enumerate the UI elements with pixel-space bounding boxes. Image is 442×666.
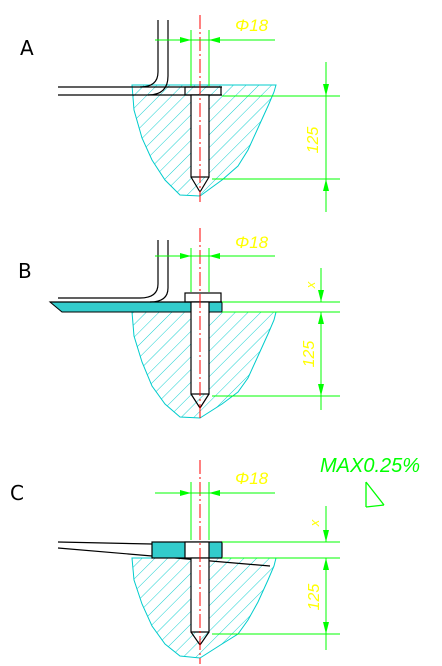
diameter-label: Φ18 — [235, 233, 269, 252]
offset-label: x — [303, 281, 318, 289]
panel-label: A — [20, 36, 34, 60]
panel-label: B — [18, 259, 32, 283]
panel-label: C — [10, 481, 24, 505]
panel-a: A Φ18 125 — [20, 15, 340, 212]
depth-label: 125 — [301, 341, 318, 368]
offset-label: x — [307, 519, 322, 527]
slope-note: MAX0.25% — [320, 455, 420, 477]
depth-label: 125 — [305, 127, 322, 154]
panel-b: B Φ18 x 125 — [18, 228, 340, 420]
diameter-label: Φ18 — [235, 16, 269, 35]
depth-label: 125 — [306, 584, 323, 611]
panel-c: C Φ18 x 125 MAX0.25% — [10, 455, 420, 664]
slope-icon — [365, 481, 385, 508]
diameter-label: Φ18 — [235, 469, 269, 488]
